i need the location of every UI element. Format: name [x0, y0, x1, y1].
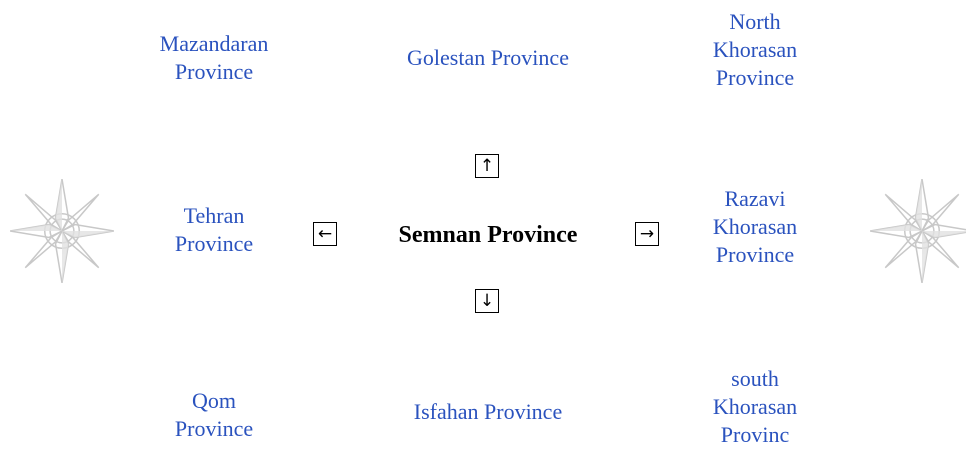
neighbor-link-south-east[interactable]: south Khorasan Provinc: [712, 366, 798, 447]
arrow-right-icon[interactable]: →: [635, 222, 659, 246]
compass-rose-icon-left: [10, 179, 114, 283]
compass-rose-icon-right: [870, 179, 966, 283]
neighbor-link-north[interactable]: Golestan Province: [407, 45, 569, 70]
arrow-up-icon[interactable]: ↑: [475, 154, 499, 178]
neighbor-link-south-west[interactable]: Qom Province: [174, 388, 254, 441]
arrow-left-icon[interactable]: ←: [313, 222, 337, 246]
neighbor-link-east[interactable]: Razavi Khorasan Province: [712, 186, 798, 267]
arrow-down-icon[interactable]: ↓: [475, 289, 499, 313]
neighbor-link-north-west[interactable]: Mazandaran Province: [159, 31, 269, 84]
neighbor-link-north-east[interactable]: North Khorasan Province: [712, 9, 798, 90]
current-province-title: Semnan Province: [398, 222, 578, 248]
neighbor-link-west[interactable]: Tehran Province: [174, 203, 254, 256]
neighbor-link-south[interactable]: Isfahan Province: [413, 399, 563, 424]
